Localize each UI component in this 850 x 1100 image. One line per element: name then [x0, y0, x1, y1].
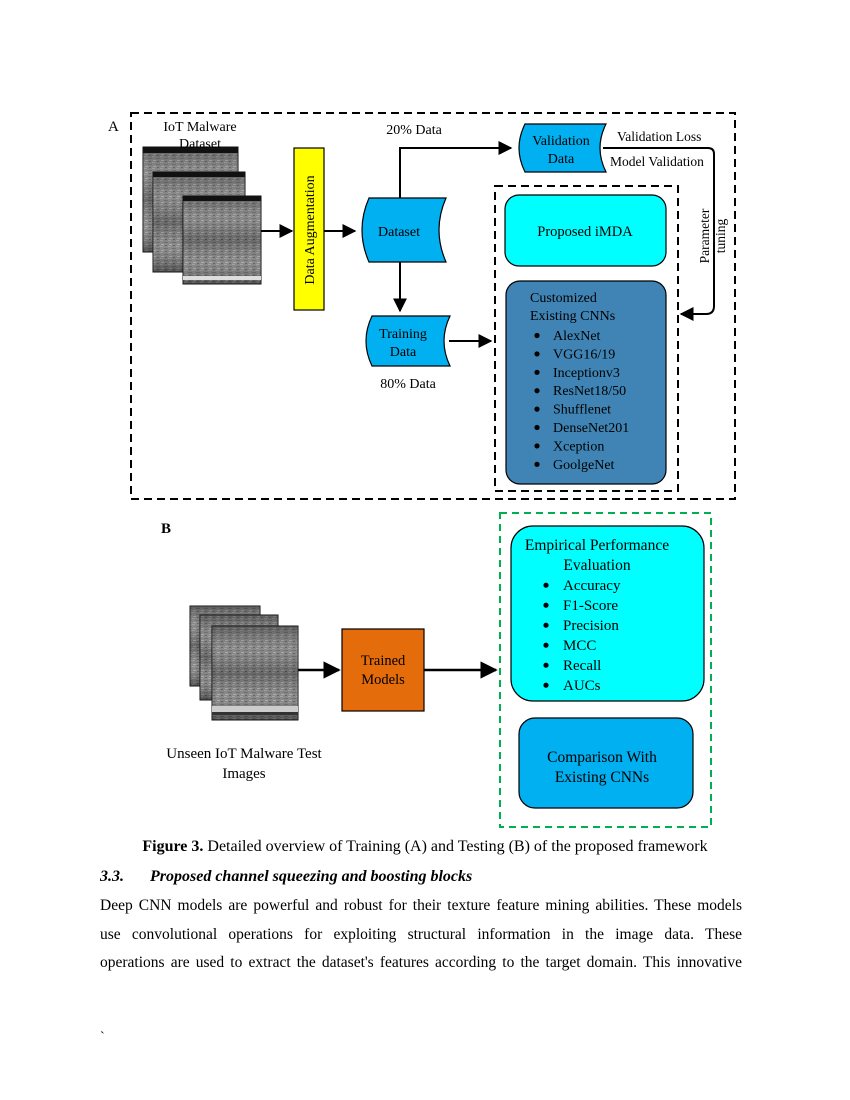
arrow-dataset-to-validation: [399, 141, 513, 198]
metric-bullet: [543, 642, 549, 648]
evaluation-title-line1: Empirical Performance: [525, 537, 669, 554]
comparison-line2: Existing CNNs: [555, 769, 649, 786]
unseen-images-line1: Unseen IoT Malware Test: [166, 746, 322, 762]
iot-dataset-label-line1: IoT Malware: [163, 120, 236, 135]
existing-cnns-list: AlexNetVGG16/19Inceptionv3ResNet18/50Shu…: [534, 329, 629, 473]
panel-a-label: A: [108, 119, 119, 135]
body-paragraph: Deep CNN models are powerful and robust …: [100, 892, 742, 978]
existing-cnn-item: Xception: [553, 439, 604, 454]
existing-cnn-bullet: [534, 332, 540, 339]
existing-cnns-box: [505, 280, 667, 485]
panel-b-label: B: [161, 521, 171, 537]
paragraph-line: Deep CNN models are powerful and robust …: [100, 897, 742, 914]
existing-cnn-item: VGG16/19: [553, 347, 615, 362]
existing-cnn-item: GoolgeNet: [553, 458, 615, 473]
validation-loss-label: Validation Loss: [617, 129, 701, 144]
metric-bullet: [543, 602, 549, 608]
data-augmentation-box: [293, 147, 325, 311]
evaluation-dashed-box: [499, 512, 712, 828]
existing-cnn-item: AlexNet: [553, 329, 601, 344]
comparison-line1: Comparison With: [547, 749, 657, 766]
metric-item: Accuracy: [563, 578, 621, 594]
existing-cnn-item: ResNet18/50: [553, 384, 626, 399]
metric-item: F1-Score: [563, 598, 618, 614]
metric-bullet: [543, 582, 549, 588]
existing-cnn-item: Shufflenet: [553, 403, 611, 418]
trained-models-line1: Trained: [361, 653, 406, 669]
validation-data-line1: Validation: [532, 134, 590, 149]
iot-dataset-label-line2: Dataset: [179, 137, 221, 152]
pct-20-label: 20% Data: [386, 123, 442, 138]
existing-cnn-bullet: [534, 443, 540, 449]
parameter-tuning-line1: Parameter: [697, 208, 712, 263]
training-data-line1: Training: [379, 327, 427, 342]
trained-models-line2: Models: [361, 672, 405, 688]
paragraph-line: use convolutional operations for exploit…: [100, 925, 742, 943]
paragraph-line: operations are used to extract the datas…: [100, 954, 742, 971]
existing-cnn-bullet: [534, 351, 540, 357]
dataset-label: Dataset: [378, 225, 420, 240]
metric-bullet: [543, 682, 549, 688]
evaluation-title-line2: Evaluation: [563, 557, 630, 574]
footer-mark: `: [100, 1030, 105, 1045]
trained-models-box: [341, 628, 425, 712]
figure-caption: Figure 3. Detailed overview of Training …: [0, 838, 850, 856]
existing-cnn-item: DenseNet201: [553, 421, 629, 436]
section-number: 3.3.: [100, 868, 124, 885]
existing-cnn-bullet: [534, 461, 540, 467]
metric-item: MCC: [563, 638, 596, 654]
model-validation-label: Model Validation: [610, 154, 704, 169]
arrow-parameter-tuning: [603, 147, 715, 321]
framework-figure: A IoT Malware Dataset Data Augmentation …: [108, 112, 736, 828]
validation-data-shape: [518, 123, 607, 173]
data-augmentation-label: Data Augmentation: [303, 175, 318, 284]
training-data-line2: Data: [390, 345, 417, 360]
metric-item: AUCs: [563, 678, 601, 694]
proposed-model-box: [504, 194, 667, 267]
metric-item: Precision: [563, 618, 619, 634]
existing-cnn-bullet: [534, 406, 540, 412]
metric-item: Recall: [563, 658, 601, 674]
unseen-images-line2: Images: [222, 766, 265, 782]
malware-image-stack-b: [189, 605, 299, 721]
evaluation-box: [510, 525, 705, 702]
proposed-model-label: Proposed iMDA: [537, 224, 633, 240]
existing-cnns-title-line1: Customized: [530, 291, 597, 306]
malware-image-stack-a: [142, 146, 262, 285]
existing-cnn-bullet: [534, 424, 540, 431]
training-data-shape: [365, 315, 451, 367]
existing-cnn-bullet: [534, 388, 540, 394]
models-dashed-box: [494, 185, 679, 492]
metric-bullet: [543, 622, 549, 628]
metric-bullet: [543, 662, 549, 668]
section-title: Proposed channel squeezing and boosting …: [150, 868, 473, 885]
existing-cnns-title-line2: Existing CNNs: [530, 309, 615, 324]
figure-caption-label: Figure 3.: [142, 838, 204, 855]
section-heading: 3.3. Proposed channel squeezing and boost…: [100, 868, 472, 886]
validation-data-line2: Data: [548, 152, 575, 167]
existing-cnn-item: Inceptionv3: [553, 366, 620, 381]
panel-a-border: [130, 112, 736, 500]
dataset-shape: [361, 197, 447, 263]
parameter-tuning-line2: tuning: [713, 219, 728, 254]
existing-cnn-bullet: [534, 369, 540, 375]
figure-caption-text: Detailed overview of Training (A) and Te…: [203, 838, 708, 855]
comparison-box: [518, 717, 694, 809]
pct-80-label: 80% Data: [380, 377, 436, 392]
